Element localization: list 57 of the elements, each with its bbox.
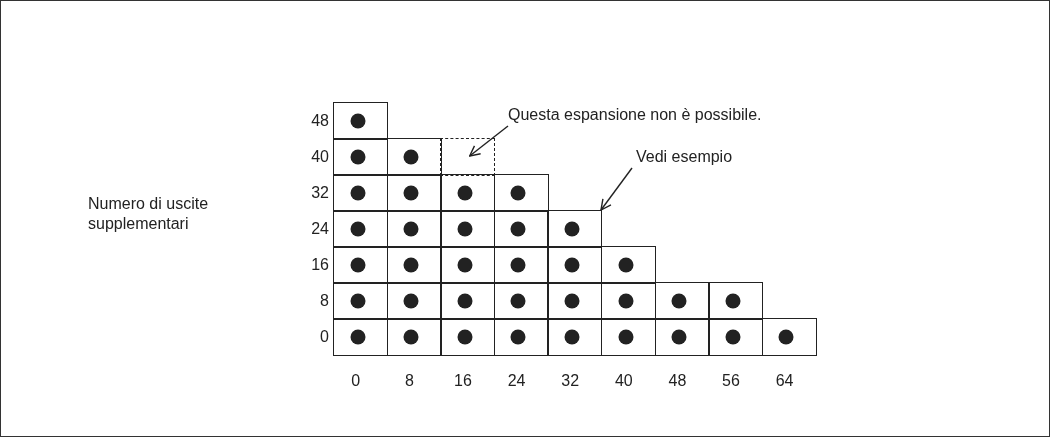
y-tick-label: 40	[310, 148, 329, 166]
y-tick-label: 32	[310, 184, 329, 202]
dot-cell	[386, 282, 442, 320]
dot-cell	[386, 246, 442, 284]
x-tick-label: 0	[350, 372, 362, 390]
dot-cell	[493, 210, 549, 248]
dot-cell	[440, 282, 496, 320]
y-tick-label: 24	[310, 220, 329, 238]
dot-cell	[333, 246, 389, 284]
y-tick-label: 8	[319, 292, 329, 310]
y-tick-label: 16	[310, 256, 329, 274]
leader-arrow	[469, 125, 509, 157]
dot-cell	[601, 246, 657, 284]
dot-cell	[386, 174, 442, 212]
dashed-box	[440, 138, 496, 176]
dot-cell	[333, 102, 389, 140]
dot-cell	[386, 318, 442, 356]
dot-cell	[708, 318, 764, 356]
y-tick-label: 0	[319, 328, 329, 346]
dot-cell	[333, 282, 389, 320]
axis-title: Numero di uscite supplementari	[88, 194, 210, 234]
dot-cell	[654, 318, 710, 356]
dot-cell	[333, 174, 389, 212]
dot-cell	[601, 318, 657, 356]
dot-cell	[547, 318, 603, 356]
annotation-text: Questa espansione non è possibile.	[508, 106, 762, 124]
leader-arrow	[600, 167, 633, 211]
x-tick-label: 48	[667, 372, 688, 390]
dot-cell	[601, 282, 657, 320]
dot-cell	[440, 246, 496, 284]
dot-cell	[493, 246, 549, 284]
annotation-text: Vedi esempio	[636, 148, 733, 166]
x-tick-label: 16	[453, 372, 473, 390]
dot-cell	[708, 282, 764, 320]
x-tick-label: 40	[613, 372, 634, 390]
dot-cell	[386, 138, 442, 176]
dot-cell	[547, 246, 603, 284]
dot-cell	[547, 210, 603, 248]
dot-cell	[440, 174, 496, 212]
dot-cell	[493, 174, 549, 212]
dot-cell	[440, 318, 496, 356]
dot-cell	[493, 318, 549, 356]
x-tick-label: 64	[774, 372, 795, 390]
dot-cell	[333, 318, 389, 356]
dot-cell	[386, 210, 442, 248]
x-tick-label: 8	[403, 372, 415, 390]
x-tick-label: 56	[721, 372, 741, 390]
y-tick-label: 48	[310, 112, 329, 130]
dot-cell	[493, 282, 549, 320]
x-tick-label: 24	[506, 372, 527, 390]
dot-cell	[547, 282, 603, 320]
dot-cell	[333, 138, 389, 176]
x-tick-label: 32	[560, 372, 581, 390]
dot-cell	[654, 282, 710, 320]
dot-cell	[333, 210, 389, 248]
dot-cell	[440, 210, 496, 248]
dot-cell	[761, 318, 817, 356]
